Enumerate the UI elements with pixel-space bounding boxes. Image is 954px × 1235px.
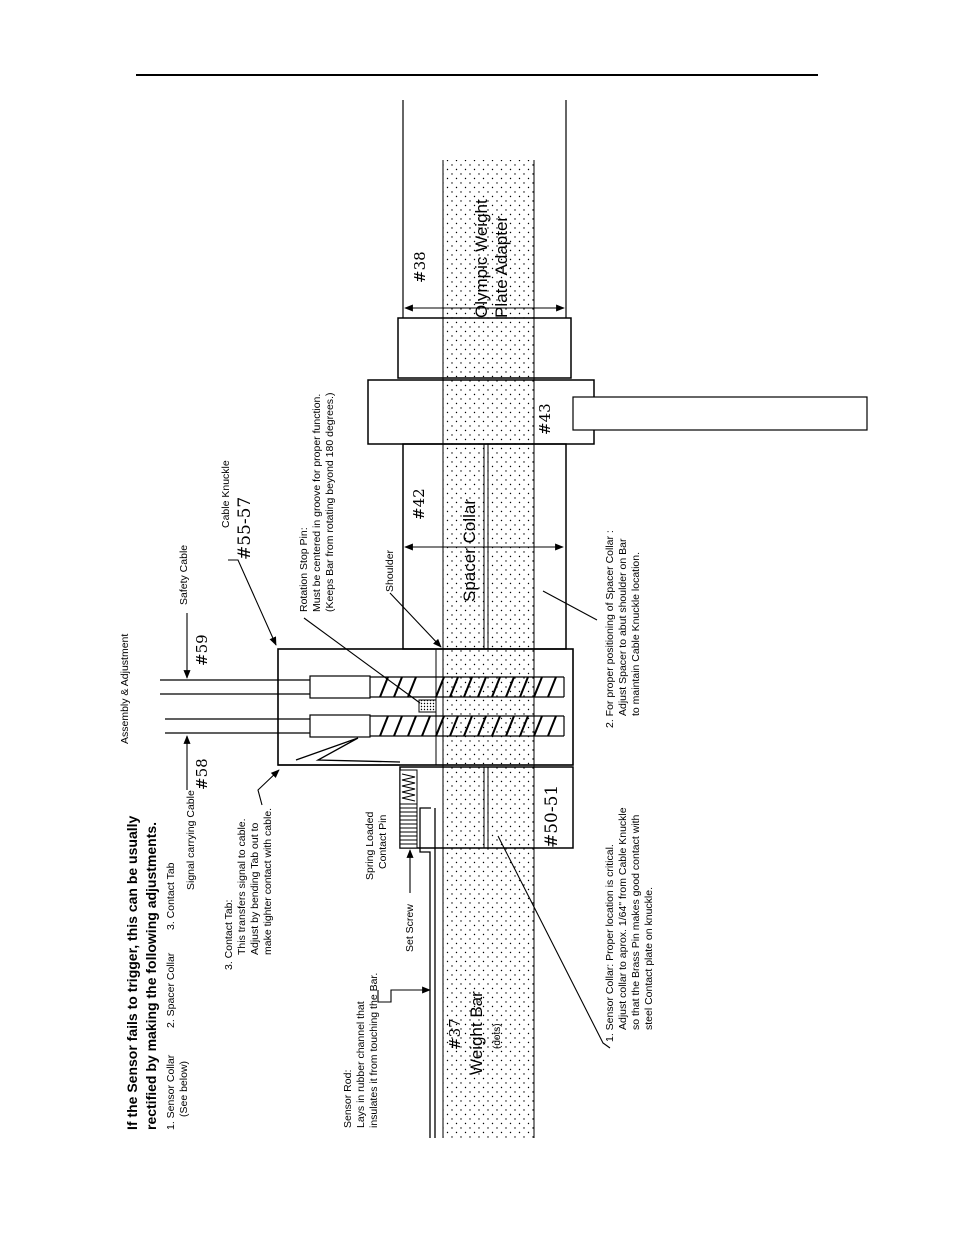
svg-text:3. Contact Tab:: 3. Contact Tab: bbox=[223, 900, 235, 970]
label-spacer-collar: Spacer Collar bbox=[460, 499, 479, 602]
label-37: #37 bbox=[446, 1018, 464, 1050]
note-sensor-collar: 1. Sensor Collar: Proper location is cri… bbox=[604, 807, 655, 1042]
label-shoulder: Shoulder bbox=[384, 549, 396, 592]
label-cable-knuckle: Cable Knuckle bbox=[220, 460, 232, 528]
label-olympic-2: Plate Adapter bbox=[492, 216, 511, 318]
label-58: #58 bbox=[193, 758, 211, 790]
cable-hole-58 bbox=[370, 715, 565, 737]
collar-38 bbox=[397, 317, 572, 379]
cable-knuckle-55-57 bbox=[277, 648, 574, 766]
olympic-adapter-shaft bbox=[402, 100, 567, 318]
label-olympic-1: Olympic Weight bbox=[472, 199, 491, 318]
svg-text:steel Contact plate on knuckle: steel Contact plate on knuckle. bbox=[643, 887, 655, 1030]
svg-text:1. Sensor Collar: Proper locat: 1. Sensor Collar: Proper location is cri… bbox=[604, 844, 616, 1042]
label-signal-cable: Signal carrying Cable bbox=[185, 790, 197, 890]
svg-text:insulates it from touching the: insulates it from touching the Bar. bbox=[368, 973, 380, 1128]
svg-text:Must be centered in groove for: Must be centered in groove for proper fu… bbox=[311, 394, 323, 612]
contact-tab bbox=[295, 737, 401, 763]
label-50-51: #50-51 bbox=[542, 785, 562, 848]
svg-text:2. For proper positioning of S: 2. For proper positioning of Spacer Coll… bbox=[604, 530, 616, 728]
svg-text:make tighter contact with cabl: make tighter contact with cable. bbox=[262, 808, 274, 955]
adjustment-item-contact-tab: 3. Contact Tab bbox=[165, 862, 177, 930]
svg-text:Rotation Stop Pin:: Rotation Stop Pin: bbox=[298, 527, 310, 612]
sensor-rod-leader bbox=[377, 986, 431, 1003]
safety-cable-59 bbox=[160, 675, 371, 699]
spring-loaded-contact-pin bbox=[399, 769, 418, 849]
adapter-plate bbox=[572, 396, 868, 431]
note-spacer-positioning: 2. For proper positioning of Spacer Coll… bbox=[604, 530, 642, 728]
spacer-note-leader bbox=[542, 590, 598, 621]
label-spring-pin-2: Contact Pin bbox=[377, 815, 389, 869]
svg-text:Adjust Spacer to abut shoulder: Adjust Spacer to abut shoulder on Bar bbox=[617, 538, 629, 716]
label-set-screw: Set Screw bbox=[404, 904, 416, 952]
label-safety-cable: Safety Cable bbox=[178, 545, 190, 605]
label-spring-pin-1: Spring Loaded bbox=[364, 812, 376, 880]
svg-text:Adjust by bending Tab out to: Adjust by bending Tab out to bbox=[249, 823, 261, 955]
svg-text:Lays in rubber channel that: Lays in rubber channel that bbox=[355, 1001, 367, 1128]
adjustment-item-sensor-collar: 1. Sensor Collar bbox=[165, 1054, 177, 1130]
svg-text:(Keeps Bar from rotating beyon: (Keeps Bar from rotating beyond 180 degr… bbox=[324, 393, 336, 612]
contact-tab-leader bbox=[257, 769, 280, 806]
rotation-stop-pin bbox=[418, 699, 437, 713]
svg-text:This transfers signal to cable: This transfers signal to cable. bbox=[236, 818, 248, 955]
label-43: #43 bbox=[536, 403, 554, 435]
svg-text:Sensor Rod:: Sensor Rod: bbox=[342, 1070, 354, 1128]
heading-line2: rectified by making the following adjust… bbox=[143, 822, 159, 1130]
svg-text:to maintain Cable Knuckle loca: to maintain Cable Knuckle location. bbox=[630, 552, 642, 716]
note-contact-tab: 3. Contact Tab: This transfers signal to… bbox=[223, 808, 274, 970]
shoulder-leader bbox=[389, 592, 442, 648]
sensor-collar-leader bbox=[497, 835, 611, 1049]
label-59: #59 bbox=[193, 634, 211, 666]
svg-text:Adjust collar to aprox. 1/64": Adjust collar to aprox. 1/64" from Cable… bbox=[617, 807, 629, 1030]
sensor-rod bbox=[419, 807, 436, 1138]
label-55-57: #55-57 bbox=[235, 497, 255, 560]
heading-line1: If the Sensor fails to trigger, this can… bbox=[124, 815, 140, 1130]
note-sensor-rod: Sensor Rod: Lays in rubber channel that … bbox=[342, 973, 380, 1128]
weight-bar-core bbox=[443, 160, 534, 1140]
label-weight-bar: Weight Bar bbox=[467, 991, 486, 1075]
label-38: #38 bbox=[411, 251, 429, 283]
adjustment-item-sensor-collar-sub: (See below) bbox=[178, 1061, 190, 1117]
adjustment-item-spacer-collar: 2. Spacer Collar bbox=[165, 952, 177, 1028]
label-dots: (dots) bbox=[492, 1023, 503, 1049]
section-label: Assembly & Adjustment bbox=[119, 634, 131, 744]
note-rotation-pin: Rotation Stop Pin: Must be centered in g… bbox=[298, 393, 336, 612]
signal-cable-58 bbox=[165, 714, 371, 738]
label-42: #42 bbox=[410, 488, 428, 520]
cable-knuckle-leader bbox=[228, 559, 277, 646]
svg-text:so that the Brass Pin makes go: so that the Brass Pin makes good contact… bbox=[630, 814, 642, 1030]
rotation-pin-leader bbox=[303, 617, 421, 704]
